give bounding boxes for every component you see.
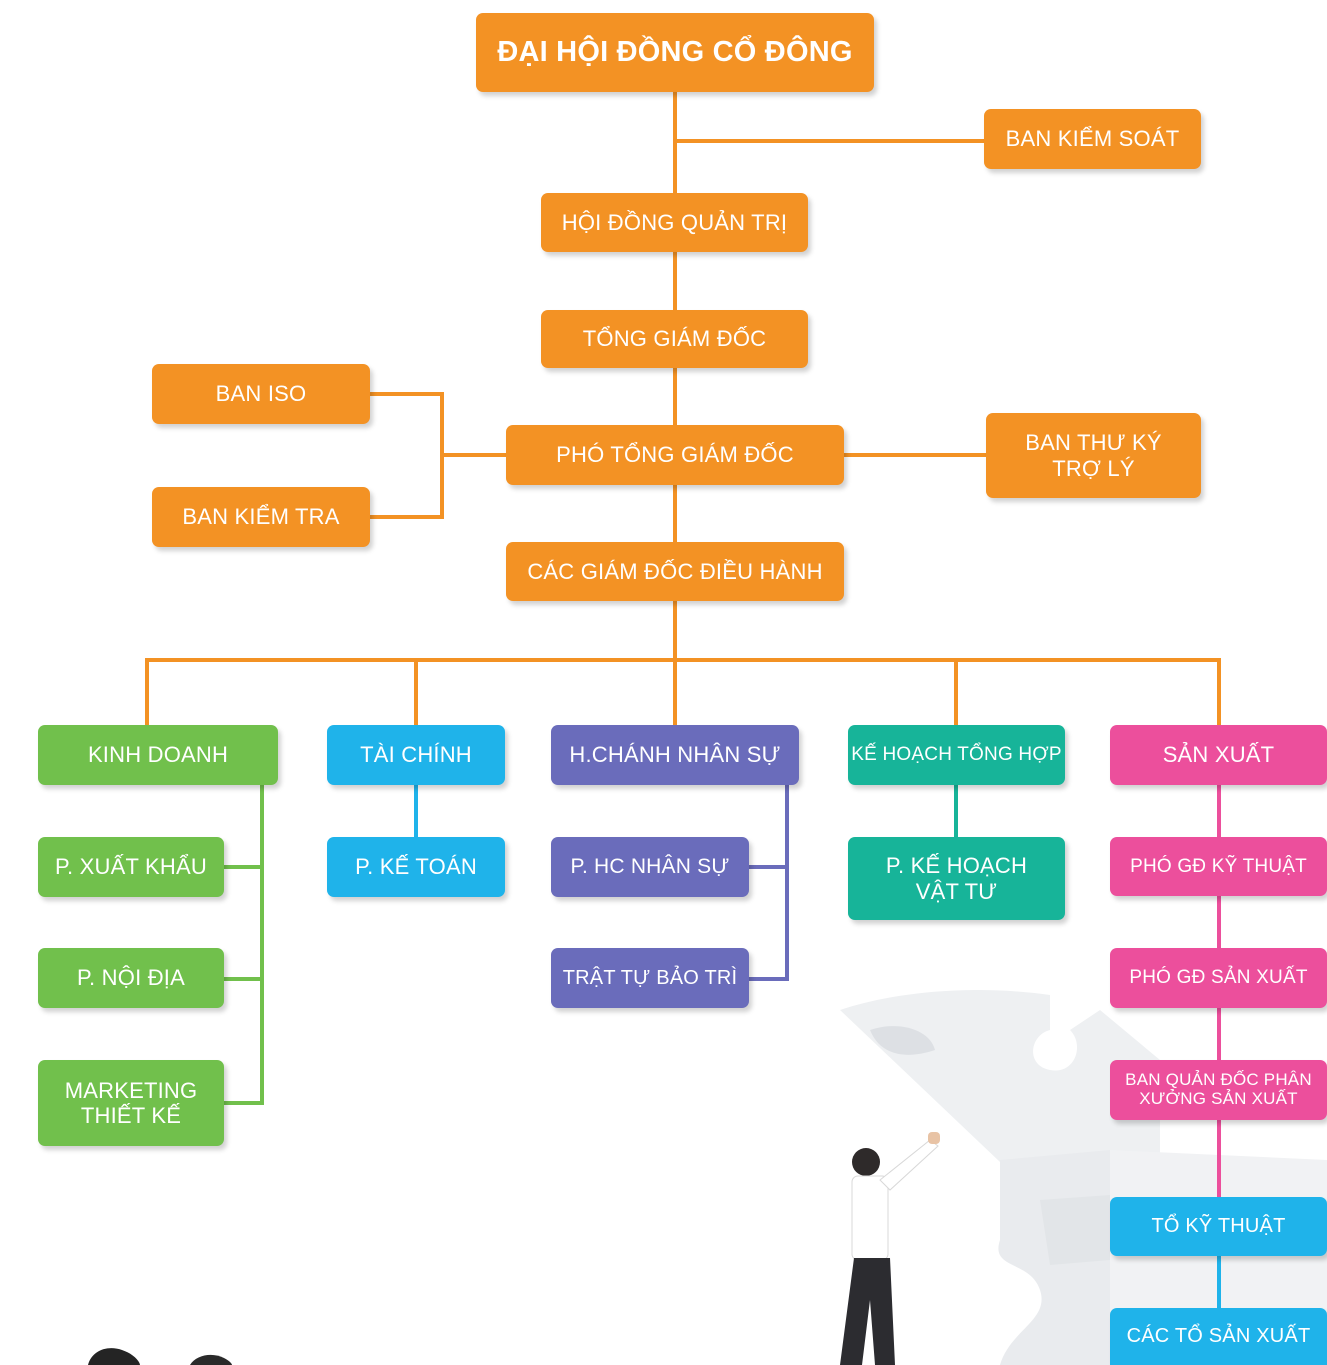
connector-line [1217, 1008, 1221, 1060]
node-finance: TÀI CHÍNH [327, 725, 505, 785]
node-production-deputy: PHÓ GĐ SẢN XUẤT [1110, 948, 1327, 1008]
node-technical-deputy: PHÓ GĐ KỸ THUẬT [1110, 837, 1327, 896]
node-deputy-ceo: PHÓ TỔNG GIÁM ĐỐC [506, 425, 844, 485]
node-label: KẾ HOẠCH TỔNG HỢP [851, 744, 1062, 766]
node-production-teams: CÁC TỔ SẢN XUẤT [1110, 1308, 1327, 1365]
connector-line [370, 392, 444, 396]
node-planning-materials-dept: P. KẾ HOẠCH VẬT TƯ [848, 837, 1065, 920]
connector-line [224, 865, 264, 869]
connector-line [370, 515, 444, 519]
node-executive-directors: CÁC GIÁM ĐỐC ĐIỀU HÀNH [506, 542, 844, 601]
connector-line [1217, 658, 1221, 725]
connector-line [843, 453, 986, 457]
connector-line [749, 865, 789, 869]
node-inspection-board: BAN KIỂM TRA [152, 487, 370, 547]
connector-line [954, 658, 958, 725]
node-board-of-directors: HỘI ĐỒNG QUẢN TRỊ [541, 193, 808, 252]
connector-line [414, 785, 418, 837]
node-label: P. NỘI ĐỊA [77, 965, 185, 991]
node-label: CÁC GIÁM ĐỐC ĐIỀU HÀNH [527, 558, 823, 584]
node-hr-dept: P. HC NHÂN SỰ [551, 837, 749, 897]
node-technical-team: TỔ KỸ THUẬT [1110, 1197, 1327, 1256]
node-shareholders: ĐẠI HỘI ĐỒNG CỔ ĐÔNG [476, 13, 874, 92]
node-domestic-dept: P. NỘI ĐỊA [38, 948, 224, 1008]
node-label-line2: THIẾT KẾ [80, 1103, 182, 1128]
connector-line [675, 139, 984, 143]
node-general-planning: KẾ HOẠCH TỔNG HỢP [848, 725, 1065, 785]
businessman-figure [840, 1132, 940, 1365]
connector-line [673, 92, 677, 194]
connector-line [673, 252, 677, 310]
connector-line [1217, 1120, 1221, 1197]
node-label-line1: BAN QUẢN ĐỐC PHÂN [1125, 1070, 1312, 1090]
node-label: TRẬT TỰ BẢO TRÌ [562, 966, 738, 989]
node-export-dept: P. XUẤT KHẨU [38, 837, 224, 897]
node-label: PHÓ GĐ KỸ THUẬT [1130, 855, 1307, 877]
node-label: HỘI ĐỒNG QUẢN TRỊ [561, 209, 788, 235]
connector-line [1217, 896, 1221, 948]
connector-line [260, 785, 264, 1105]
node-security-maintenance: TRẬT TỰ BẢO TRÌ [551, 948, 749, 1008]
node-label: H.CHÁNH NHÂN SỰ [569, 742, 781, 768]
node-label: TÀI CHÍNH [360, 742, 472, 768]
node-label-line2: XƯỞNG SẢN XUẤT [1139, 1089, 1298, 1108]
node-label: TỔ KỸ THUẬT [1151, 1215, 1286, 1237]
node-label: PHÓ TỔNG GIÁM ĐỐC [556, 442, 794, 468]
connector-line [673, 368, 677, 426]
node-label: P. KẾ TOÁN [355, 854, 477, 880]
connector-line [145, 658, 149, 725]
node-label: TỔNG GIÁM ĐỐC [582, 326, 767, 352]
node-label: PHÓ GĐ SẢN XUẤT [1129, 967, 1308, 989]
node-label: P. HC NHÂN SỰ [570, 854, 730, 878]
connector-line [749, 977, 789, 981]
connector-line [414, 658, 418, 725]
node-admin-hr: H.CHÁNH NHÂN SỰ [551, 725, 799, 785]
connector-line [145, 658, 1221, 662]
node-label-line2: VẬT TƯ [915, 878, 998, 904]
node-label: BAN ISO [215, 381, 307, 407]
connector-line [1217, 1256, 1221, 1308]
node-label-line1: P. KẾ HOẠCH [885, 853, 1028, 879]
node-label: BAN KIỂM SOÁT [1005, 126, 1180, 152]
node-workshop-foremen: BAN QUẢN ĐỐC PHÂN XƯỞNG SẢN XUẤT [1110, 1060, 1327, 1120]
connector-line [673, 601, 677, 725]
node-label: ĐẠI HỘI ĐỒNG CỔ ĐÔNG [497, 35, 853, 68]
node-label: KINH DOANH [87, 742, 229, 768]
node-label-line1: MARKETING [64, 1077, 198, 1103]
node-ceo: TỔNG GIÁM ĐỐC [541, 310, 808, 368]
node-production: SẢN XUẤT [1110, 725, 1327, 785]
node-label-line1: BAN THƯ KÝ [1025, 430, 1162, 456]
connector-line [1217, 785, 1221, 837]
connector-line [954, 785, 958, 837]
node-label: BAN KIỂM TRA [182, 504, 340, 530]
connector-line [673, 485, 677, 543]
node-supervisory-board: BAN KIỂM SOÁT [984, 109, 1201, 169]
node-accounting-dept: P. KẾ TOÁN [327, 837, 505, 897]
connector-line [224, 1101, 264, 1105]
node-label: P. XUẤT KHẨU [55, 854, 207, 880]
people-silhouettes [88, 1348, 232, 1365]
node-secretary-assistant: BAN THƯ KÝ TRỢ LÝ [986, 413, 1201, 498]
connector-line [785, 785, 789, 981]
node-label-line2: TRỢ LÝ [1052, 455, 1135, 481]
node-sales: KINH DOANH [38, 725, 278, 785]
node-label: CÁC TỔ SẢN XUẤT [1126, 1325, 1311, 1347]
connector-line [440, 453, 506, 457]
connector-line [224, 977, 264, 981]
node-label: SẢN XUẤT [1162, 742, 1275, 768]
node-marketing-design: MARKETING THIẾT KẾ [38, 1060, 224, 1146]
node-iso-board: BAN ISO [152, 364, 370, 424]
